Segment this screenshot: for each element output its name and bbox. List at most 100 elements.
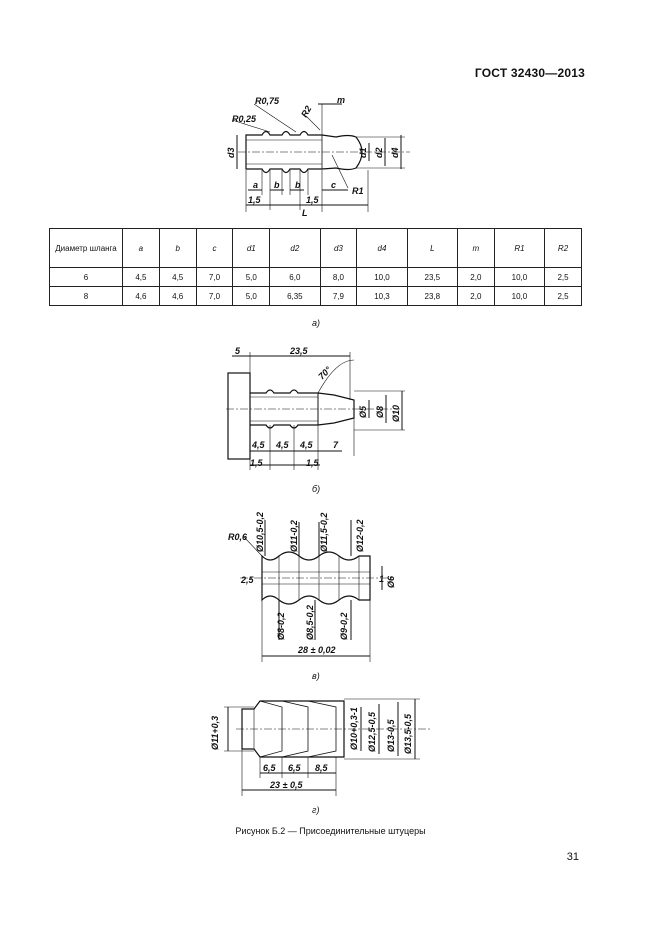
dim-d-d11: Ø11+0,3 — [210, 716, 220, 750]
dim-a-L: L — [302, 208, 308, 218]
dim-b-five: 5 — [235, 346, 241, 356]
dim-c-d105: Ø10,5-0,2 — [255, 512, 265, 552]
figure-d-drawing — [224, 698, 430, 796]
dim-b-s3: 4,5 — [299, 440, 314, 450]
table-header-cell: d1 — [232, 228, 271, 268]
page-number: 31 — [566, 851, 579, 863]
dim-a-b1: b — [274, 180, 280, 190]
table-header-cell: Диаметр шланга — [49, 228, 123, 268]
dim-a-r1: R1 — [352, 186, 364, 196]
table-header-cell: b — [158, 228, 197, 268]
dim-b-s1: 4,5 — [251, 440, 266, 450]
table-cell: 4,5 — [122, 267, 160, 287]
dim-a-p2: 1,5 — [306, 195, 320, 205]
table-cell: 6,35 — [269, 286, 321, 306]
table-cell: 4,6 — [158, 286, 197, 306]
table-cell: 10,0 — [493, 286, 546, 306]
dim-c-d12: Ø12-0,2 — [355, 519, 365, 552]
table-cell: 5,0 — [232, 267, 271, 287]
figure-b-drawing — [226, 352, 405, 470]
dim-a-r025: R0,25 — [232, 114, 257, 124]
dim-b-d8: Ø8 — [375, 406, 385, 418]
dimensions-table: Диаметр шланга a b c d1 d2 d3 d4 L m R1 … — [49, 228, 582, 306]
table-cell: 7,9 — [319, 286, 358, 306]
table-header-cell: R2 — [544, 228, 582, 268]
table-cell: 2,0 — [456, 286, 495, 306]
table-header-cell: m — [456, 228, 495, 268]
dim-b-d5: Ø5 — [358, 405, 368, 418]
dim-d-d13: Ø13-0,5 — [386, 718, 396, 752]
table-cell: 2,5 — [544, 286, 582, 306]
dim-c-d11: Ø11-0,2 — [289, 520, 299, 552]
dim-c-len: 28 ± 0,02 — [297, 645, 335, 655]
dim-d-d10: Ø10+0,3-1 — [349, 707, 359, 750]
dim-a-a: a — [253, 180, 258, 190]
figure-c-label: в) — [312, 671, 320, 681]
table-cell: 6 — [49, 267, 123, 287]
table-cell: 8,0 — [319, 267, 358, 287]
dim-c-left: 2,5 — [240, 575, 255, 585]
table-cell: 4,5 — [158, 267, 197, 287]
table-cell: 6,0 — [269, 267, 321, 287]
dim-a-c: c — [331, 180, 336, 190]
table-cell: 10,3 — [356, 286, 408, 306]
dim-d-len: 23 ± 0,5 — [269, 780, 303, 790]
table-header-cell: d3 — [319, 228, 358, 268]
dim-b-s4: 7 — [333, 440, 339, 450]
table-header-cell: a — [122, 228, 160, 268]
table-row: 8 4,6 4,6 7,0 5,0 6,35 7,9 10,3 23,8 2,0… — [49, 286, 582, 306]
dim-a-m: m — [337, 95, 345, 105]
dim-a-d3: d3 — [226, 147, 236, 158]
table-header-cell: R1 — [493, 228, 546, 268]
table-cell: 23,5 — [406, 267, 458, 287]
table-row: 6 4,5 4,5 7,0 5,0 6,0 8,0 10,0 23,5 2,0 … — [49, 267, 582, 287]
table-cell: 7,0 — [195, 267, 234, 287]
figure-c-drawing — [240, 520, 392, 662]
table-cell: 4,6 — [122, 286, 160, 306]
table-header-cell: d2 — [269, 228, 321, 268]
dim-a-r2: R2 — [299, 104, 313, 119]
dim-b-angle: 70° — [316, 364, 333, 381]
dim-b-p1: 1,5 — [250, 458, 264, 468]
document-number: ГОСТ 32430—2013 — [474, 66, 585, 80]
dim-a-d2: d2 — [374, 147, 384, 158]
figure-d-label: г) — [312, 805, 320, 815]
table-header-row: Диаметр шланга a b c d1 d2 d3 d4 L m R1 … — [49, 228, 582, 268]
figure-caption: Рисунок Б.2 — Присоединительные штуцеры — [235, 826, 426, 836]
dim-d-s1: 6,5 — [263, 763, 277, 773]
dim-d-s3: 8,5 — [315, 763, 329, 773]
table-cell: 8 — [49, 286, 123, 306]
table-cell: 10,0 — [493, 267, 546, 287]
table-cell: 2,0 — [456, 267, 495, 287]
figure-a-drawing — [231, 103, 410, 212]
dim-c-d6: Ø6 — [386, 575, 396, 588]
dim-c-d9: Ø9-0,2 — [339, 612, 349, 640]
table-cell: 10,0 — [356, 267, 408, 287]
dim-a-r075: R0,75 — [255, 96, 280, 106]
dim-d-d125: Ø12,5-0,5 — [367, 711, 377, 752]
dim-b-d10: Ø10 — [391, 405, 401, 422]
dim-c-right: 1 — [379, 574, 384, 584]
figure-a-label: а) — [312, 318, 321, 328]
table-header-cell: d4 — [356, 228, 408, 268]
dim-c-d115: Ø11,5-0,2 — [319, 513, 329, 552]
dim-b-p2: 1,5 — [306, 458, 320, 468]
table-cell: 2,5 — [544, 267, 582, 287]
dim-c-d8a: Ø8-0,2 — [276, 612, 286, 640]
dim-b-len: 23,5 — [289, 346, 309, 356]
table-header-cell: L — [406, 228, 458, 268]
dim-d-d135: Ø13,5-0,5 — [403, 713, 413, 754]
dim-b-s2: 4,5 — [275, 440, 290, 450]
table-cell: 23,8 — [406, 286, 458, 306]
dim-a-p1: 1,5 — [248, 195, 262, 205]
dim-c-d85: Ø8,5-0,2 — [305, 605, 315, 640]
table-header-cell: c — [195, 228, 234, 268]
dim-c-r: R0,6 — [228, 532, 248, 542]
dim-d-s2: 6,5 — [288, 763, 302, 773]
dim-a-b2: b — [295, 180, 301, 190]
dim-a-d1: d1 — [358, 147, 368, 158]
table-cell: 7,0 — [195, 286, 234, 306]
table-cell: 5,0 — [232, 286, 271, 306]
figure-b-label: б) — [312, 484, 321, 494]
